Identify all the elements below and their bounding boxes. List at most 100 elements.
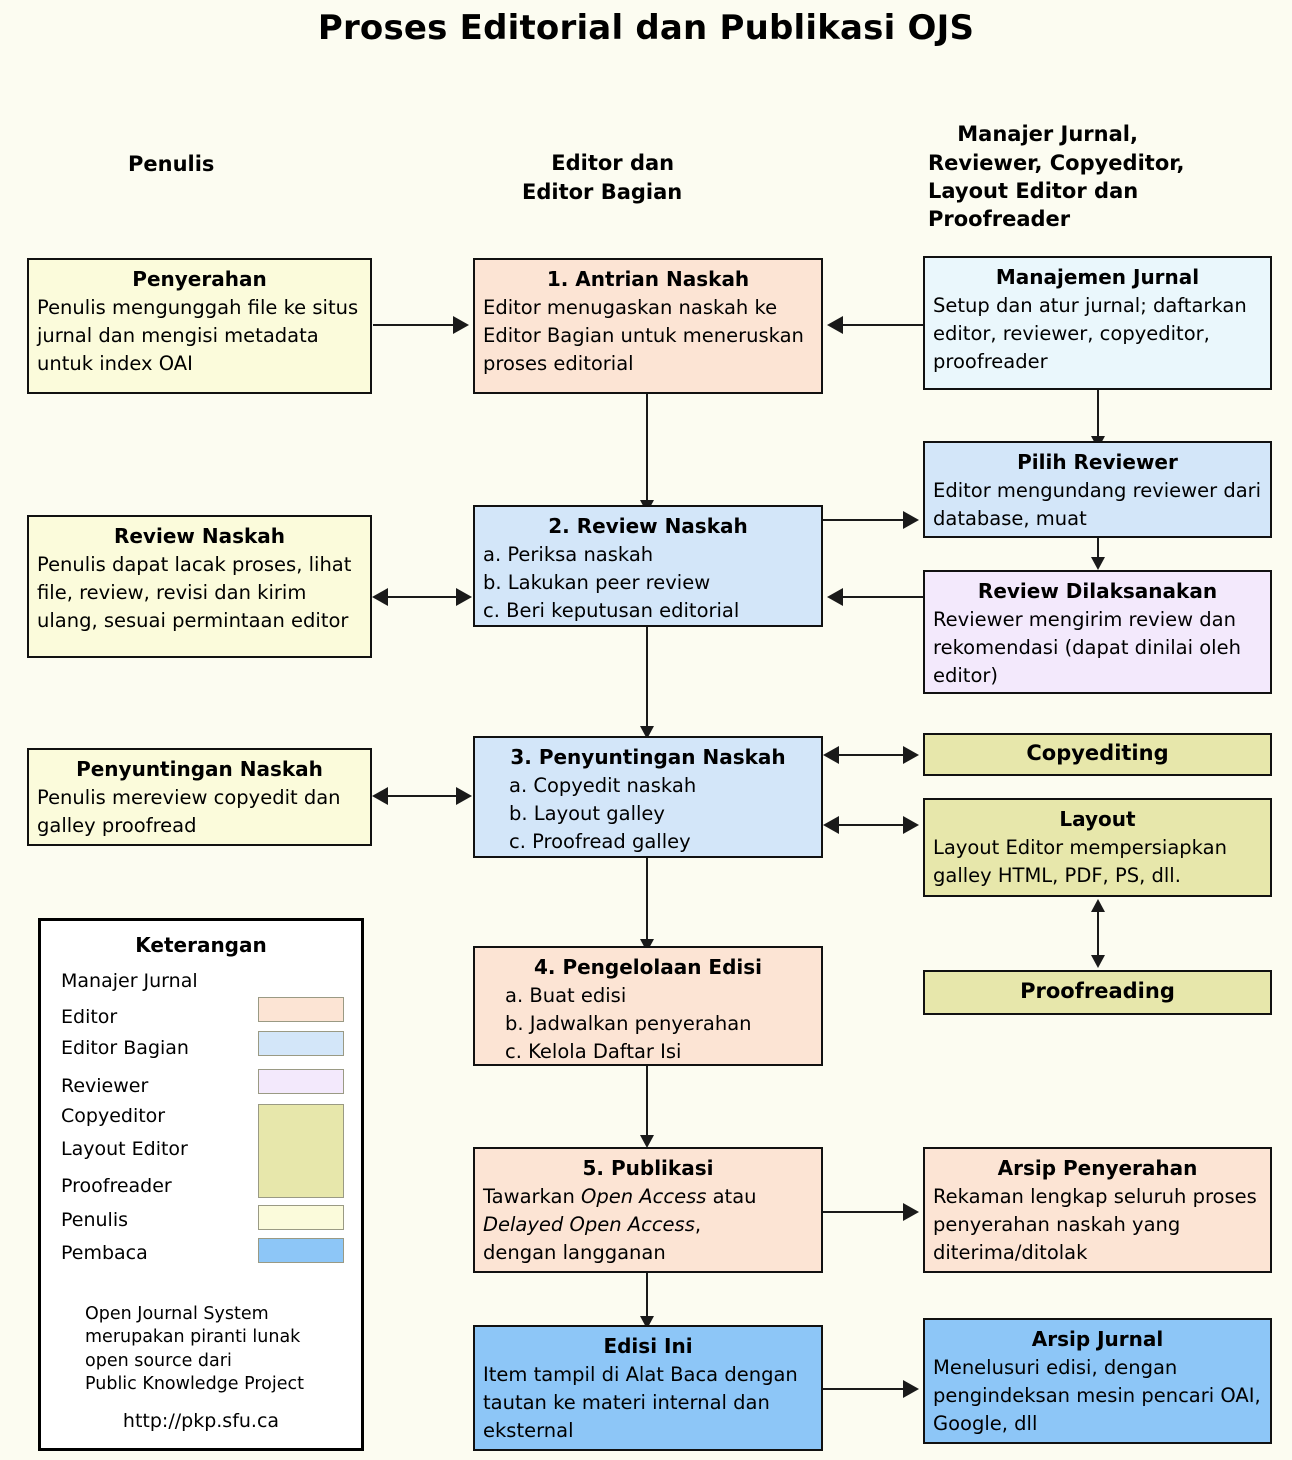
box-review-dilaksanakan-body: Reviewer mengirim review dan rekomendasi…	[933, 608, 1241, 687]
connector-pengelolaan-publikasi	[646, 1066, 648, 1138]
legend-note: Open Journal System merupakan piranti lu…	[85, 1304, 304, 1394]
box-review-dilaksanakan[interactable]: Review Dilaksanakan Reviewer mengirim re…	[923, 570, 1272, 694]
connector-penulis-review-naskah	[388, 596, 460, 598]
connector-penyuntingan-layout	[839, 824, 907, 826]
box-review-naskah-penulis[interactable]: Review Naskah Penulis dapat lacak proses…	[27, 515, 372, 658]
box-layout[interactable]: Layout Layout Editor mempersiapkan galle…	[923, 798, 1272, 897]
connector-manajemen-pilih-reviewer	[1097, 390, 1099, 438]
box-arsip-jurnal-body: Menelusuri edisi, dengan pengindeksan me…	[933, 1356, 1261, 1435]
legend-swatch-pembaca	[258, 1238, 344, 1263]
box-review-naskah-item-a: a. Periksa naskah	[483, 543, 654, 567]
box-publikasi[interactable]: 5. Publikasi Tawarkan Open Access atau D…	[473, 1147, 823, 1273]
arrowhead-down-layout-proofreading	[1091, 955, 1105, 968]
arrowhead-left-penulis-penyuntingan	[372, 787, 388, 805]
box-review-naskah-item-b: b. Lakukan peer review	[483, 571, 711, 595]
box-manajemen-jurnal[interactable]: Manajemen Jurnal Setup dan atur jurnal; …	[923, 256, 1272, 390]
box-pengelolaan-edisi-item-c: c. Kelola Daftar Isi	[505, 1039, 682, 1063]
connector-penyerahan-antrian	[373, 324, 455, 326]
box-arsip-jurnal[interactable]: Arsip Jurnal Menelusuri edisi, dengan pe…	[923, 1318, 1272, 1444]
box-publikasi-body: Tawarkan Open Access atau Delayed Open A…	[483, 1183, 813, 1266]
box-antrian-naskah-body: Editor menugaskan naskah ke Editor Bagia…	[483, 296, 804, 375]
arrowhead-review-penyuntingan	[640, 726, 654, 739]
connector-publikasi-edisi-ini	[646, 1273, 648, 1319]
box-penyuntingan-penulis-body: Penulis mereview copyedit dan galley pro…	[37, 786, 341, 838]
box-penyuntingan-naskah-item-b: b. Layout galley	[509, 802, 665, 826]
box-review-naskah-penulis-title: Review Naskah	[113, 524, 286, 548]
arrowhead-penyerahan-antrian	[453, 316, 469, 334]
connector-review-dilaksanakan-review	[843, 596, 923, 598]
arrowhead-right-penyuntingan-copyediting	[903, 746, 919, 764]
box-proofreading[interactable]: Proofreading	[923, 970, 1272, 1015]
arrowhead-right-penulis-review	[456, 588, 472, 606]
box-layout-title: Layout	[1059, 807, 1136, 831]
column-header-editor: Editor dan Editor Bagian	[522, 151, 683, 204]
box-pilih-reviewer-body: Editor mengundang reviewer dari database…	[933, 479, 1262, 531]
box-manajemen-jurnal-title: Manajemen Jurnal	[995, 265, 1200, 289]
box-penyuntingan-penulis[interactable]: Penyuntingan Naskah Penulis mereview cop…	[27, 748, 372, 846]
legend-row-copyeditor: Copyeditor	[61, 1105, 166, 1127]
legend-row-penulis: Penulis	[61, 1209, 129, 1231]
box-pengelolaan-edisi-item-b: b. Jadwalkan penyerahan	[505, 1012, 752, 1036]
box-edisi-ini-body: Item tampil di Alat Baca dengan tautan k…	[483, 1363, 798, 1442]
arrowhead-up-layout-proofreading	[1091, 899, 1105, 912]
arrowhead-review-pilih-reviewer	[903, 511, 919, 529]
arrowhead-left-penyuntingan-copyediting	[823, 746, 839, 764]
box-penyerahan-title: Penyerahan	[132, 267, 267, 291]
arrowhead-pengelolaan-publikasi	[640, 1135, 654, 1148]
legend-row-editor: Editor	[61, 1006, 118, 1028]
arrowhead-publikasi-arsip	[903, 1203, 919, 1221]
connector-penyuntingan-pengelolaan	[646, 858, 648, 942]
box-review-naskah-title: 2. Review Naskah	[548, 514, 748, 538]
box-pilih-reviewer[interactable]: Pilih Reviewer Editor mengundang reviewe…	[923, 441, 1272, 538]
legend-swatch-reviewer	[258, 1069, 344, 1094]
arrowhead-left-penyuntingan-layout	[823, 816, 839, 834]
box-publikasi-title: 5. Publikasi	[582, 1156, 714, 1180]
box-penyuntingan-naskah-item-a: a. Copyedit naskah	[509, 774, 697, 798]
legend-row-layout-editor: Layout Editor	[61, 1138, 188, 1160]
column-header-penulis: Penulis	[128, 152, 215, 176]
box-penyuntingan-naskah-item-c: c. Proofread galley	[509, 829, 691, 853]
column-header-others: Manajer Jurnal, Reviewer, Copyeditor, La…	[928, 122, 1185, 232]
arrowhead-manajemen-antrian	[827, 316, 843, 334]
box-penyuntingan-penulis-title: Penyuntingan Naskah	[76, 757, 323, 781]
box-review-naskah[interactable]: 2. Review Naskah a. Periksa naskah b. La…	[473, 505, 823, 627]
box-review-naskah-penulis-body: Penulis dapat lacak proses, lihat file, …	[37, 553, 352, 632]
box-edisi-ini-title: Edisi Ini	[603, 1334, 693, 1358]
box-manajemen-jurnal-body: Setup dan atur jurnal; daftarkan editor,…	[933, 294, 1247, 373]
connector-penyuntingan-copyediting	[839, 754, 907, 756]
box-arsip-penyerahan-body: Rekaman lengkap seluruh proses penyeraha…	[933, 1185, 1257, 1264]
box-review-dilaksanakan-title: Review Dilaksanakan	[977, 579, 1218, 603]
arrowhead-right-penyuntingan-layout	[903, 816, 919, 834]
legend-row-pembaca: Pembaca	[61, 1242, 148, 1264]
box-publikasi-line1-em: Open Access	[581, 1185, 707, 1209]
box-penyerahan[interactable]: Penyerahan Penulis mengunggah file ke si…	[27, 258, 372, 394]
box-pilih-reviewer-title: Pilih Reviewer	[1017, 450, 1178, 474]
legend-swatch-penulis	[258, 1205, 344, 1230]
legend-swatch-editor-bagian	[258, 1031, 344, 1056]
arrowhead-left-penulis-review	[372, 588, 388, 606]
box-publikasi-line3: dengan langganan	[483, 1240, 666, 1264]
box-review-naskah-item-c: c. Beri keputusan editorial	[483, 598, 740, 622]
box-copyediting-title: Copyediting	[1026, 741, 1169, 766]
box-pengelolaan-edisi[interactable]: 4. Pengelolaan Edisi a. Buat edisi b. Ja…	[473, 946, 823, 1066]
legend-row-editor-bagian: Editor Bagian	[61, 1037, 189, 1059]
box-proofreading-title: Proofreading	[1020, 979, 1175, 1004]
box-antrian-naskah[interactable]: 1. Antrian Naskah Editor menugaskan nask…	[473, 258, 823, 394]
arrowhead-edisi-arsip-jurnal	[903, 1380, 919, 1398]
legend-title: Keterangan	[135, 933, 267, 957]
box-arsip-jurnal-title: Arsip Jurnal	[1031, 1327, 1164, 1351]
box-antrian-naskah-title: 1. Antrian Naskah	[546, 267, 750, 291]
connector-manajemen-antrian	[843, 324, 923, 326]
legend-swatch-editor	[258, 997, 344, 1022]
box-penyuntingan-naskah[interactable]: 3. Penyuntingan Naskah a. Copyedit naska…	[473, 736, 823, 858]
arrowhead-pilih-reviewer-review-dilaksanakan	[1091, 557, 1105, 570]
arrowhead-review-dilaksanakan-review	[827, 588, 843, 606]
box-arsip-penyerahan[interactable]: Arsip Penyerahan Rekaman lengkap seluruh…	[923, 1147, 1272, 1273]
box-copyediting[interactable]: Copyediting	[923, 733, 1272, 776]
connector-review-pilih-reviewer	[823, 519, 907, 521]
box-edisi-ini[interactable]: Edisi Ini Item tampil di Alat Baca denga…	[473, 1325, 823, 1451]
legend-swatch-copyeditor-layout-proofreader	[258, 1104, 344, 1198]
connector-penulis-penyuntingan	[388, 795, 460, 797]
connector-antrian-review	[646, 394, 648, 502]
